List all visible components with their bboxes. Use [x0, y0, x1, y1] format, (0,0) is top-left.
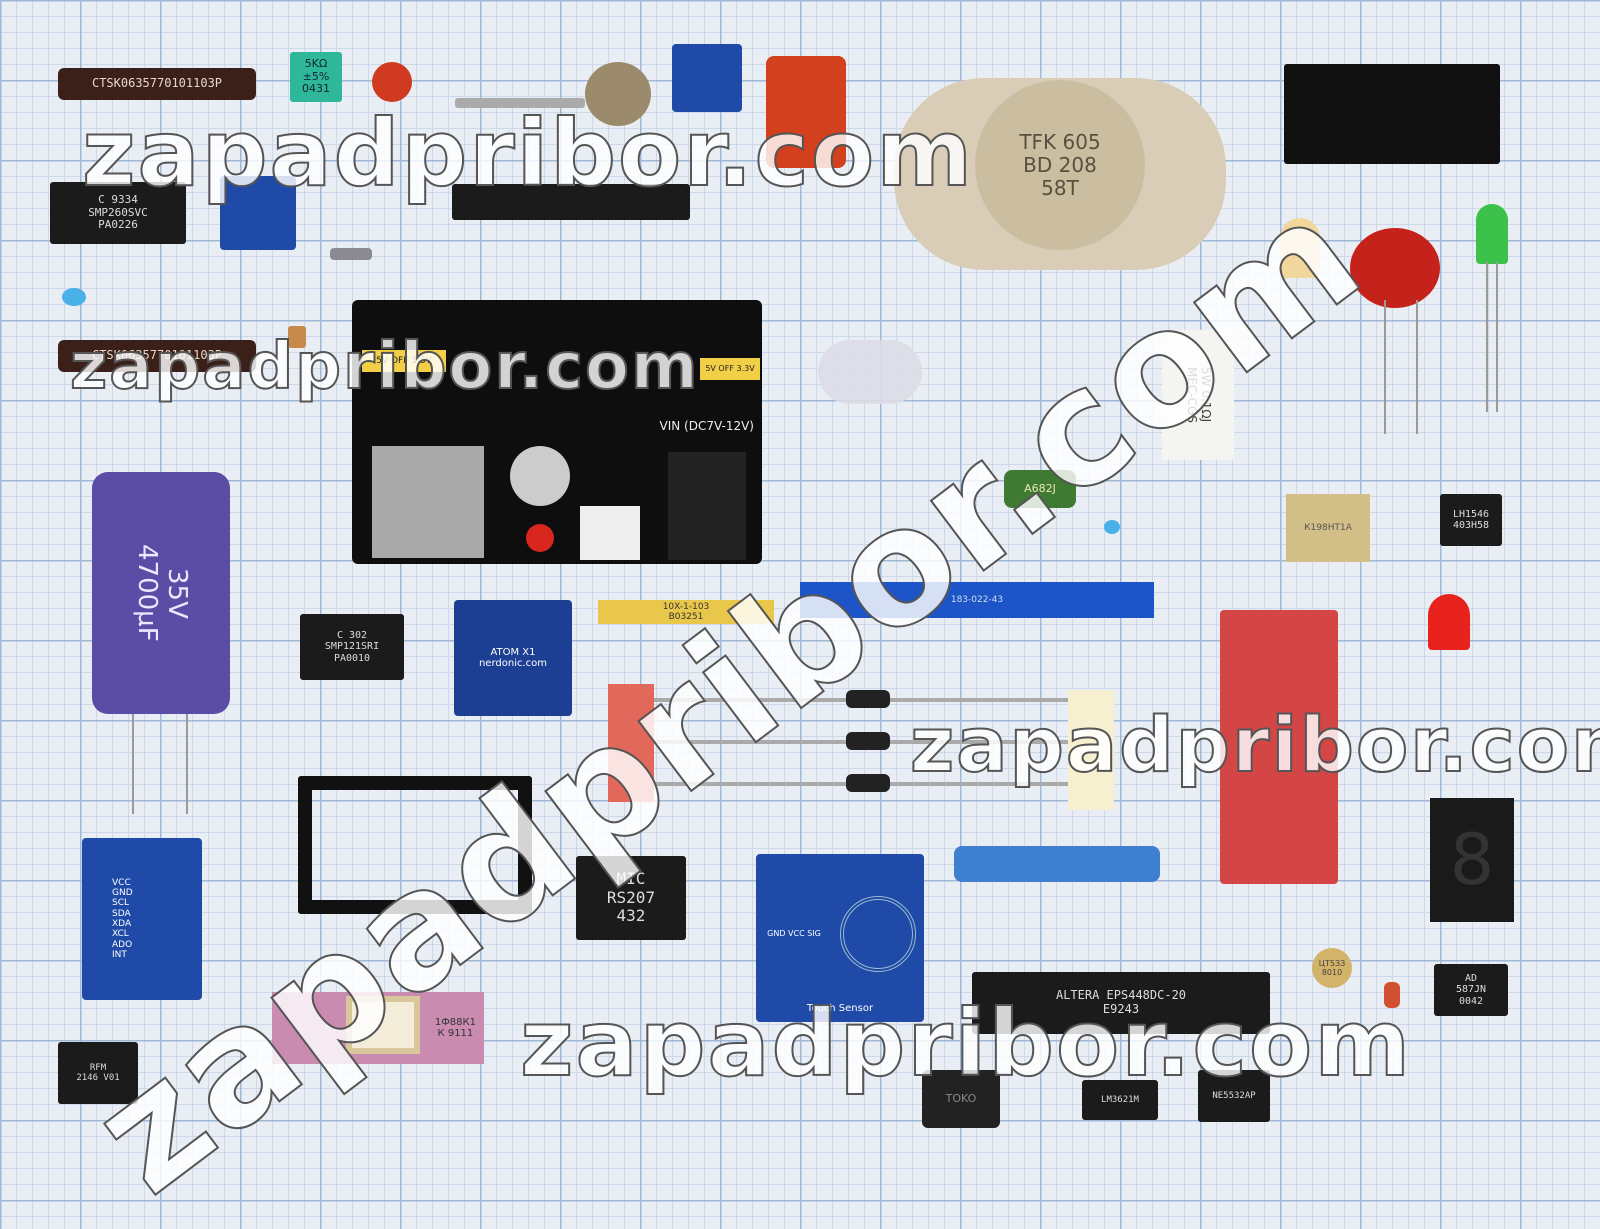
smd-resistor [330, 248, 372, 260]
diode-holder-left [608, 684, 654, 802]
imu-module: VCC GND SCL SDA XDA XCL ADO INT [82, 838, 202, 1000]
lh1546-chip: LH1546 403H58 [1440, 494, 1502, 546]
touch-pin-labels: GND VCC SIG [767, 929, 821, 939]
electrolytic-capacitor: 35V 4700µF [92, 472, 230, 714]
pin-header [452, 184, 690, 220]
ad587-chip: AD 587JN 0042 [1434, 964, 1508, 1016]
smp260-chip: C 9334 SMP260SVC PA0226 [50, 182, 186, 244]
jumper-left[interactable]: 5V OFF 3.3V [362, 350, 446, 372]
power-led [526, 524, 554, 552]
blue-trimmer [220, 176, 296, 250]
usb-port [372, 446, 484, 558]
power-switch[interactable] [580, 506, 640, 560]
smp121-chip: C 302 SMP121SRI PA0010 [300, 614, 404, 680]
diode-2 [846, 732, 890, 750]
red-led [1428, 594, 1470, 650]
polyfuse [766, 56, 846, 168]
glass-diode [1384, 982, 1400, 1008]
jumper-right[interactable]: 5V OFF 3.3V [700, 358, 760, 380]
diode-holder-right [1068, 690, 1114, 810]
toko-inductor: TOKO [922, 1070, 1000, 1128]
dip-socket [1284, 64, 1500, 164]
dc-jack [668, 452, 746, 560]
small-capacitor [288, 326, 306, 348]
diode-1 [846, 690, 890, 708]
resistor-network: CTSK0635770101103P [58, 68, 256, 100]
metal-transistor: ЦТ5ЗЗ 8010 [1312, 948, 1352, 988]
varistor [1350, 228, 1440, 308]
potentiometer-shaft [455, 98, 585, 108]
lm3621-chip: LM3621M [1082, 1080, 1158, 1120]
ic-socket [298, 776, 532, 914]
diode-3 [846, 774, 890, 792]
blue-trimmer-2 [672, 44, 742, 112]
edge-connector: 183-022-43 [800, 582, 1154, 618]
touch-sensor-label: Touch Sensor [806, 1002, 874, 1014]
rf-module-chip: RFM 2146 V01 [58, 1042, 138, 1104]
blue-capacitor-2 [1104, 520, 1120, 534]
trimmer-potentiometer: 5KΩ ±5% 0431 [290, 52, 342, 102]
to3-transistor: TFK 605 BD 208 58T [975, 80, 1145, 250]
blue-resistor [954, 846, 1160, 882]
seven-segment-display: 8 [1430, 798, 1514, 922]
red-sensor-module [1220, 610, 1338, 884]
potentiometer [585, 62, 651, 126]
resistor-network-2: CTSK0635770101103P [58, 340, 256, 372]
green-led [1476, 204, 1508, 264]
touch-pad[interactable] [840, 896, 916, 972]
k198-chip: К198НТ1А [1286, 494, 1370, 562]
clear-led [818, 340, 922, 404]
film-capacitor: A682J [1004, 470, 1076, 508]
cement-resistor: 5W 0.1ΩJ MEC-CGS [1162, 330, 1234, 460]
altera-chip: ALTERA EPS448DC-20 E9243 [972, 972, 1270, 1034]
blue-capacitor [62, 288, 86, 306]
smd-capacitor [510, 446, 570, 506]
atom-board: ATOM X1 nerdonic.com [454, 600, 572, 716]
ic-window [346, 996, 420, 1054]
ceramic-capacitor [372, 62, 412, 102]
yellow-led [1280, 218, 1320, 278]
bridge-rectifier: MIC RS207 432 [576, 856, 686, 940]
ne5532-chip: NE5532AP [1198, 1070, 1270, 1122]
resistor-array: 10X-1-103 B03251 [598, 600, 774, 624]
vin-label: VIN (DC7V-12V) [659, 419, 754, 434]
